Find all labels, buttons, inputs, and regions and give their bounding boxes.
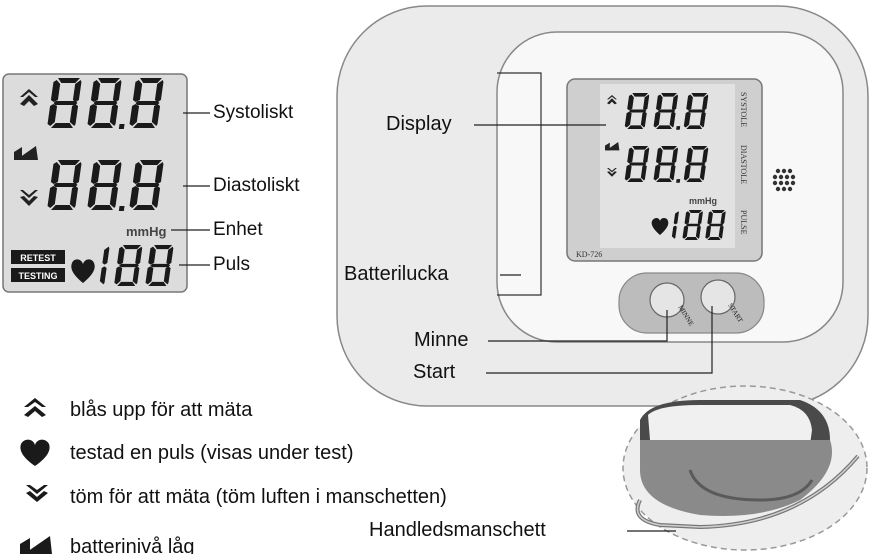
device-digits-diastolic (624, 146, 709, 183)
legend-heart-icon (20, 439, 50, 466)
lcd-panel: mmHg RETEST TESTING (2, 73, 188, 293)
side-label-pulse: PULSE (739, 210, 748, 235)
start-button[interactable] (700, 279, 736, 315)
label-cuff: Handledsmanschett (369, 519, 546, 541)
model-label: KD-726 (576, 250, 602, 259)
side-label-diastole: DIASTOLE (739, 145, 748, 184)
label-memory: Minne (414, 329, 469, 351)
speaker-grille (772, 168, 796, 192)
deflate-arrow-icon (20, 190, 38, 206)
inflate-arrow-icon (20, 89, 38, 106)
lcd-digits-diastolic (46, 160, 164, 211)
label-unit: Enhet (213, 219, 263, 240)
legend-battery-low-icon (20, 536, 52, 554)
label-pulse: Puls (213, 254, 250, 275)
monitor-device: mmHg SYSTOLE DIASTOLE PULSE KD-726 MINNE… (336, 5, 869, 407)
label-battery-lid: Batterilucka (344, 263, 449, 285)
label-diastolic: Diastoliskt (213, 175, 300, 196)
device-heart-icon (651, 218, 669, 235)
legend-text-battery: batterinivå låg (70, 536, 195, 554)
lcd-unit-text: mmHg (126, 224, 167, 239)
battery-low-icon (14, 146, 38, 160)
legend-inflate-arrow-icon (24, 398, 46, 417)
label-display: Display (386, 113, 452, 135)
label-systolic: Systoliskt (213, 102, 294, 123)
retest-badge: RETEST (20, 253, 56, 263)
legend-deflate-arrow-icon (26, 485, 48, 502)
heart-icon (71, 259, 95, 283)
device-digits-systolic (624, 93, 709, 130)
legend-text-deflate: töm för att mäta (töm luften i manschett… (70, 486, 447, 508)
device-unit-text: mmHg (689, 196, 717, 206)
label-start: Start (413, 361, 456, 383)
lcd-digits-systolic (46, 78, 164, 129)
legend-text-inflate: blås upp för att mäta (70, 399, 253, 421)
legend-text-heart: testad en puls (visas under test) (70, 442, 354, 464)
testing-badge: TESTING (18, 271, 57, 281)
cuff-inset (622, 385, 868, 551)
side-label-systole: SYSTOLE (739, 92, 748, 127)
